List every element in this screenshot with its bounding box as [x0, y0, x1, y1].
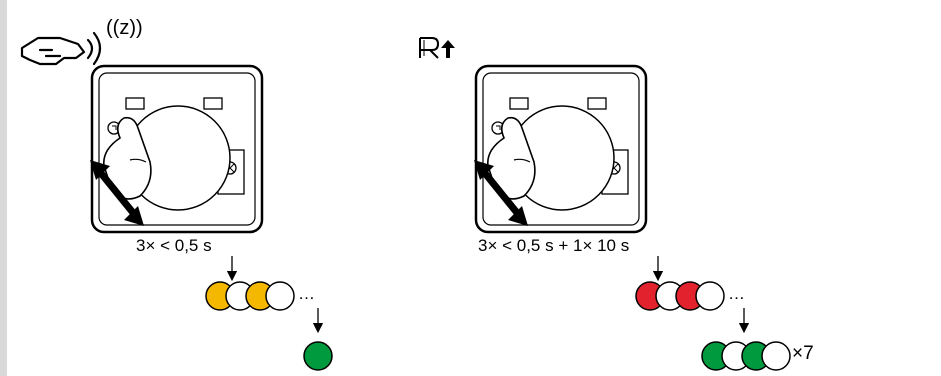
continuation-right: … — [728, 284, 745, 303]
instruction-left: 3× < 0,5 s — [136, 236, 212, 255]
result-led-sequence-right — [701, 341, 791, 371]
pairing-handshake-icon — [20, 31, 102, 66]
press-arrow-right — [474, 160, 528, 226]
led-sequence-left — [205, 281, 295, 311]
instruction-right: 3× < 0,5 s + 1× 10 s — [478, 236, 630, 255]
led-sequence-right — [635, 281, 725, 311]
pairing-z-label: ((z)) — [106, 17, 143, 39]
led-4 — [761, 341, 791, 371]
device-right — [474, 64, 648, 234]
device-left — [90, 64, 264, 234]
press-arrow-left — [90, 160, 144, 226]
led-4 — [265, 281, 295, 311]
result-led-green — [303, 341, 333, 371]
left-edge-strip — [0, 0, 7, 376]
led-4 — [695, 281, 725, 311]
result-multiplier: ×7 — [792, 343, 814, 364]
reset-icon — [419, 37, 455, 59]
continuation-left: … — [298, 284, 315, 303]
